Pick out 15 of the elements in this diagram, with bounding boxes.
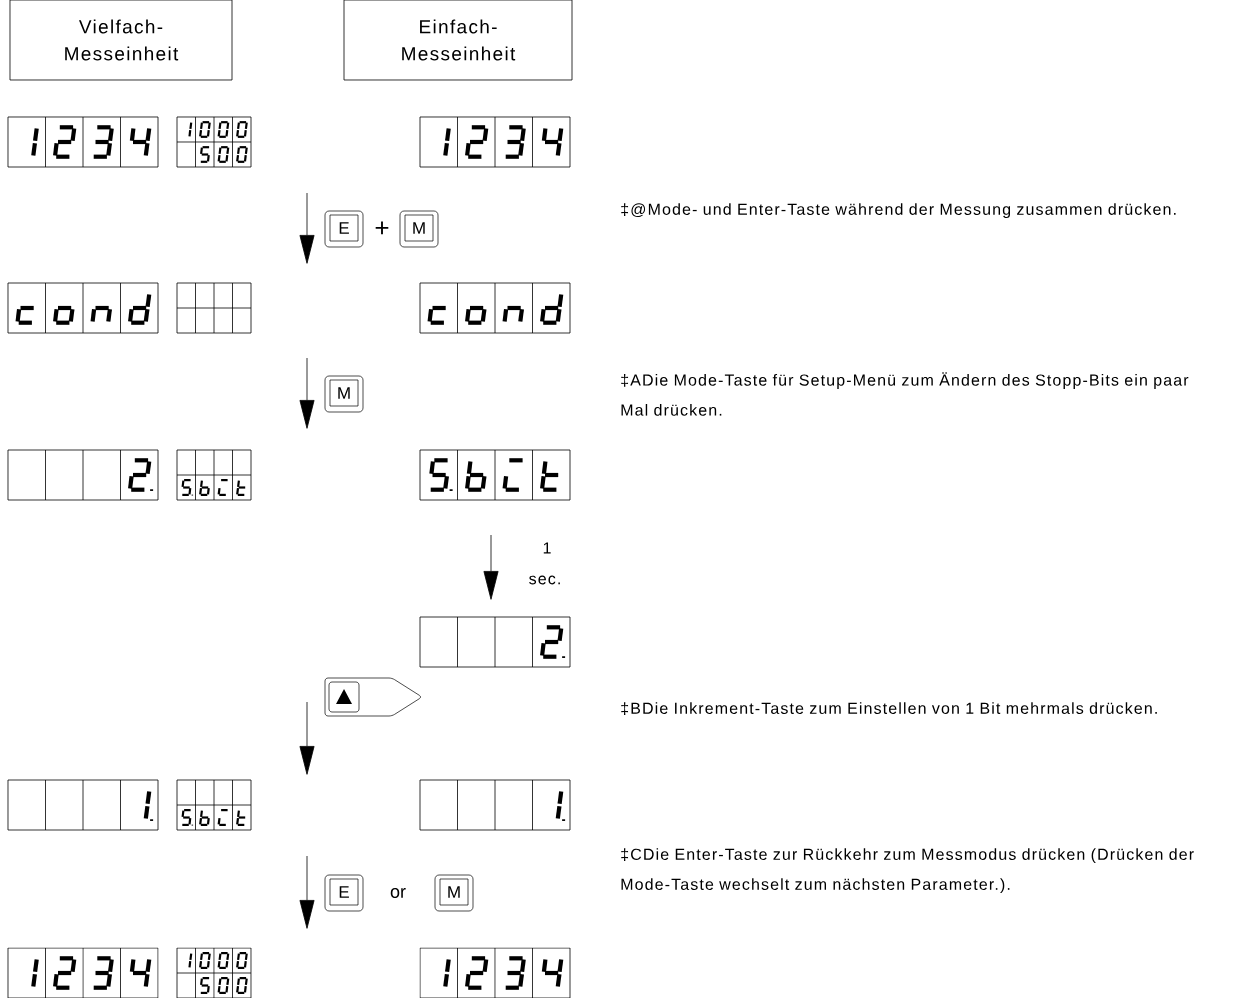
title-box: Einfach- Messeinheit <box>343 0 573 81</box>
instruction-text: ‡CDie Enter-Taste zur Rückkehr zum Messmodus drücken (Drücken der Mode-Taste wechselt zum nächsten Parameter.). <box>621 848 1194 894</box>
duration-label: sec. <box>529 575 560 585</box>
key: M <box>399 210 439 248</box>
title-box: Vielfach- Messeinheit <box>9 0 233 81</box>
instruction-text: ‡@Mode- und Enter-Taste während der Messung zusammen drücken. <box>621 203 1176 219</box>
key-label: or <box>390 888 406 898</box>
key: E <box>324 874 364 912</box>
plus-sign: + <box>375 221 389 235</box>
key: E <box>324 210 364 248</box>
duration-label: 1 <box>543 542 551 554</box>
key: M <box>434 874 474 912</box>
instruction-text: ‡ADie Mode-Taste für Setup-Menü zum Ändern des Stopp-Bits ein paar Mal drücken. <box>621 372 1189 416</box>
instruction-text: ‡BDie Inkrement-Taste zum Einstellen von 1 Bit mehrmals drücken. <box>621 702 1157 715</box>
key: M <box>324 375 364 413</box>
